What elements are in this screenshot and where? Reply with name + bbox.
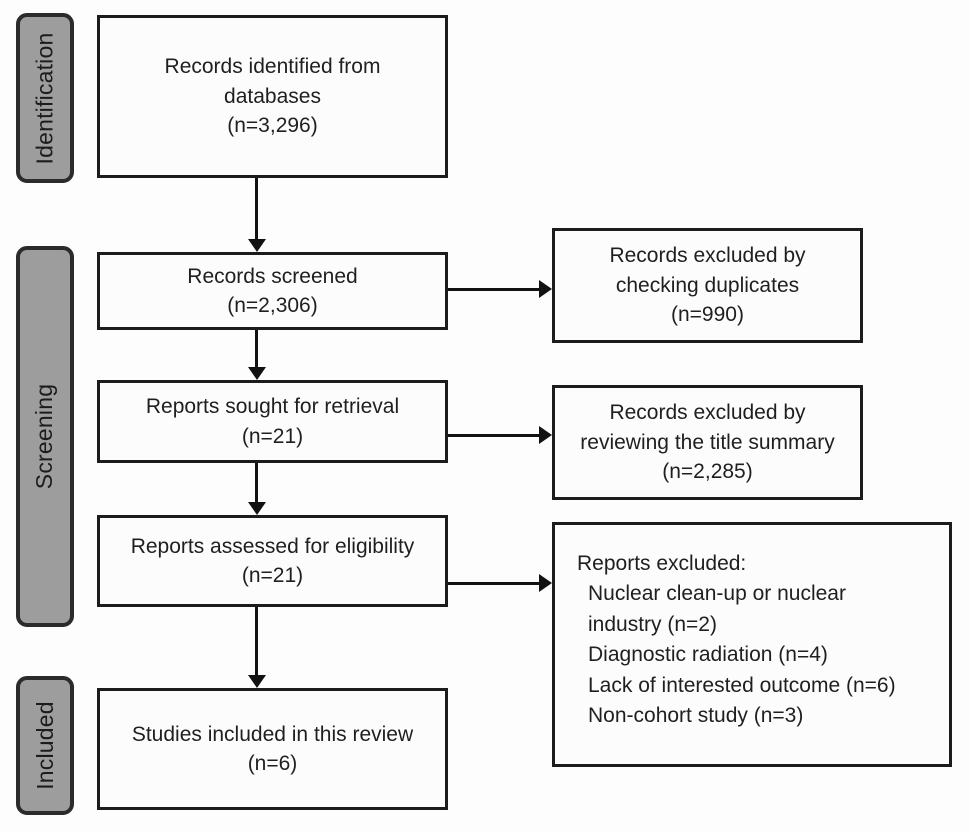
exclusion-box-duplicates-text: Records excluded by checking duplicates … (609, 244, 806, 327)
exclusion-reason-item: Non-cohort study (n=3) (588, 704, 804, 728)
stage-label-included-text: Included (31, 701, 58, 790)
stage-label-identification-text: Identification (31, 32, 58, 164)
arrow-screened-to-sought-line (255, 330, 258, 367)
arrow-screened-to-sought-head (248, 367, 266, 380)
exclusion-box-duplicates: Records excluded by checking duplicates … (552, 228, 863, 343)
stage-label-identification: Identification (16, 13, 74, 183)
arrow-sought-to-excl-title-head (539, 426, 552, 444)
flow-box-records-identified: Records identified from databases (n=3,2… (97, 15, 448, 178)
arrow-screened-to-excl-duplicates-head (539, 280, 552, 298)
arrow-assessed-to-excl-reports-line (448, 582, 539, 585)
flow-box-reports-assessed-text: Reports assessed for eligibility (n=21) (130, 534, 415, 587)
arrow-identified-to-screened-head (248, 239, 266, 252)
exclusion-reasons-list: Reports excluded: Nuclear clean-up or nu… (577, 549, 931, 732)
stage-label-screening: Screening (16, 246, 74, 627)
arrow-assessed-to-excl-reports-head (539, 574, 552, 592)
exclusion-box-reports-excluded: Reports excluded: Nuclear clean-up or nu… (552, 522, 952, 767)
flow-box-studies-included-text: Studies included in this review (n=6) (131, 722, 414, 775)
arrow-sought-to-assessed-line (255, 463, 258, 502)
exclusion-reason-item: Nuclear clean-up or nuclear industry (n=… (588, 582, 846, 636)
flow-box-reports-sought: Reports sought for retrieval (n=21) (97, 380, 448, 463)
flow-box-records-identified-text: Records identified from databases (n=3,2… (164, 55, 381, 138)
exclusion-reasons-heading: Reports excluded: (577, 552, 747, 575)
flow-box-reports-assessed: Reports assessed for eligibility (n=21) (97, 515, 448, 607)
exclusion-box-title-summary: Records excluded by reviewing the title … (552, 385, 863, 500)
flow-box-records-screened: Records screened (n=2,306) (97, 252, 448, 330)
exclusion-reason-item: Lack of interested outcome (n=6) (588, 673, 896, 697)
arrow-screened-to-excl-duplicates-line (448, 288, 539, 291)
arrow-sought-to-assessed-head (248, 502, 266, 515)
flow-box-studies-included: Studies included in this review (n=6) (97, 688, 448, 810)
arrow-assessed-to-included-head (248, 675, 266, 688)
stage-label-included: Included (16, 676, 74, 815)
arrow-assessed-to-included-line (255, 607, 258, 675)
stage-label-screening-text: Screening (31, 383, 58, 490)
arrow-identified-to-screened-line (255, 178, 258, 239)
exclusion-box-title-summary-text: Records excluded by reviewing the title … (580, 401, 835, 484)
arrow-sought-to-excl-title-line (448, 434, 539, 437)
flow-box-reports-sought-text: Reports sought for retrieval (n=21) (145, 395, 400, 448)
exclusion-reason-item: Diagnostic radiation (n=4) (588, 643, 828, 667)
flow-box-records-screened-text: Records screened (n=2,306) (187, 264, 358, 317)
